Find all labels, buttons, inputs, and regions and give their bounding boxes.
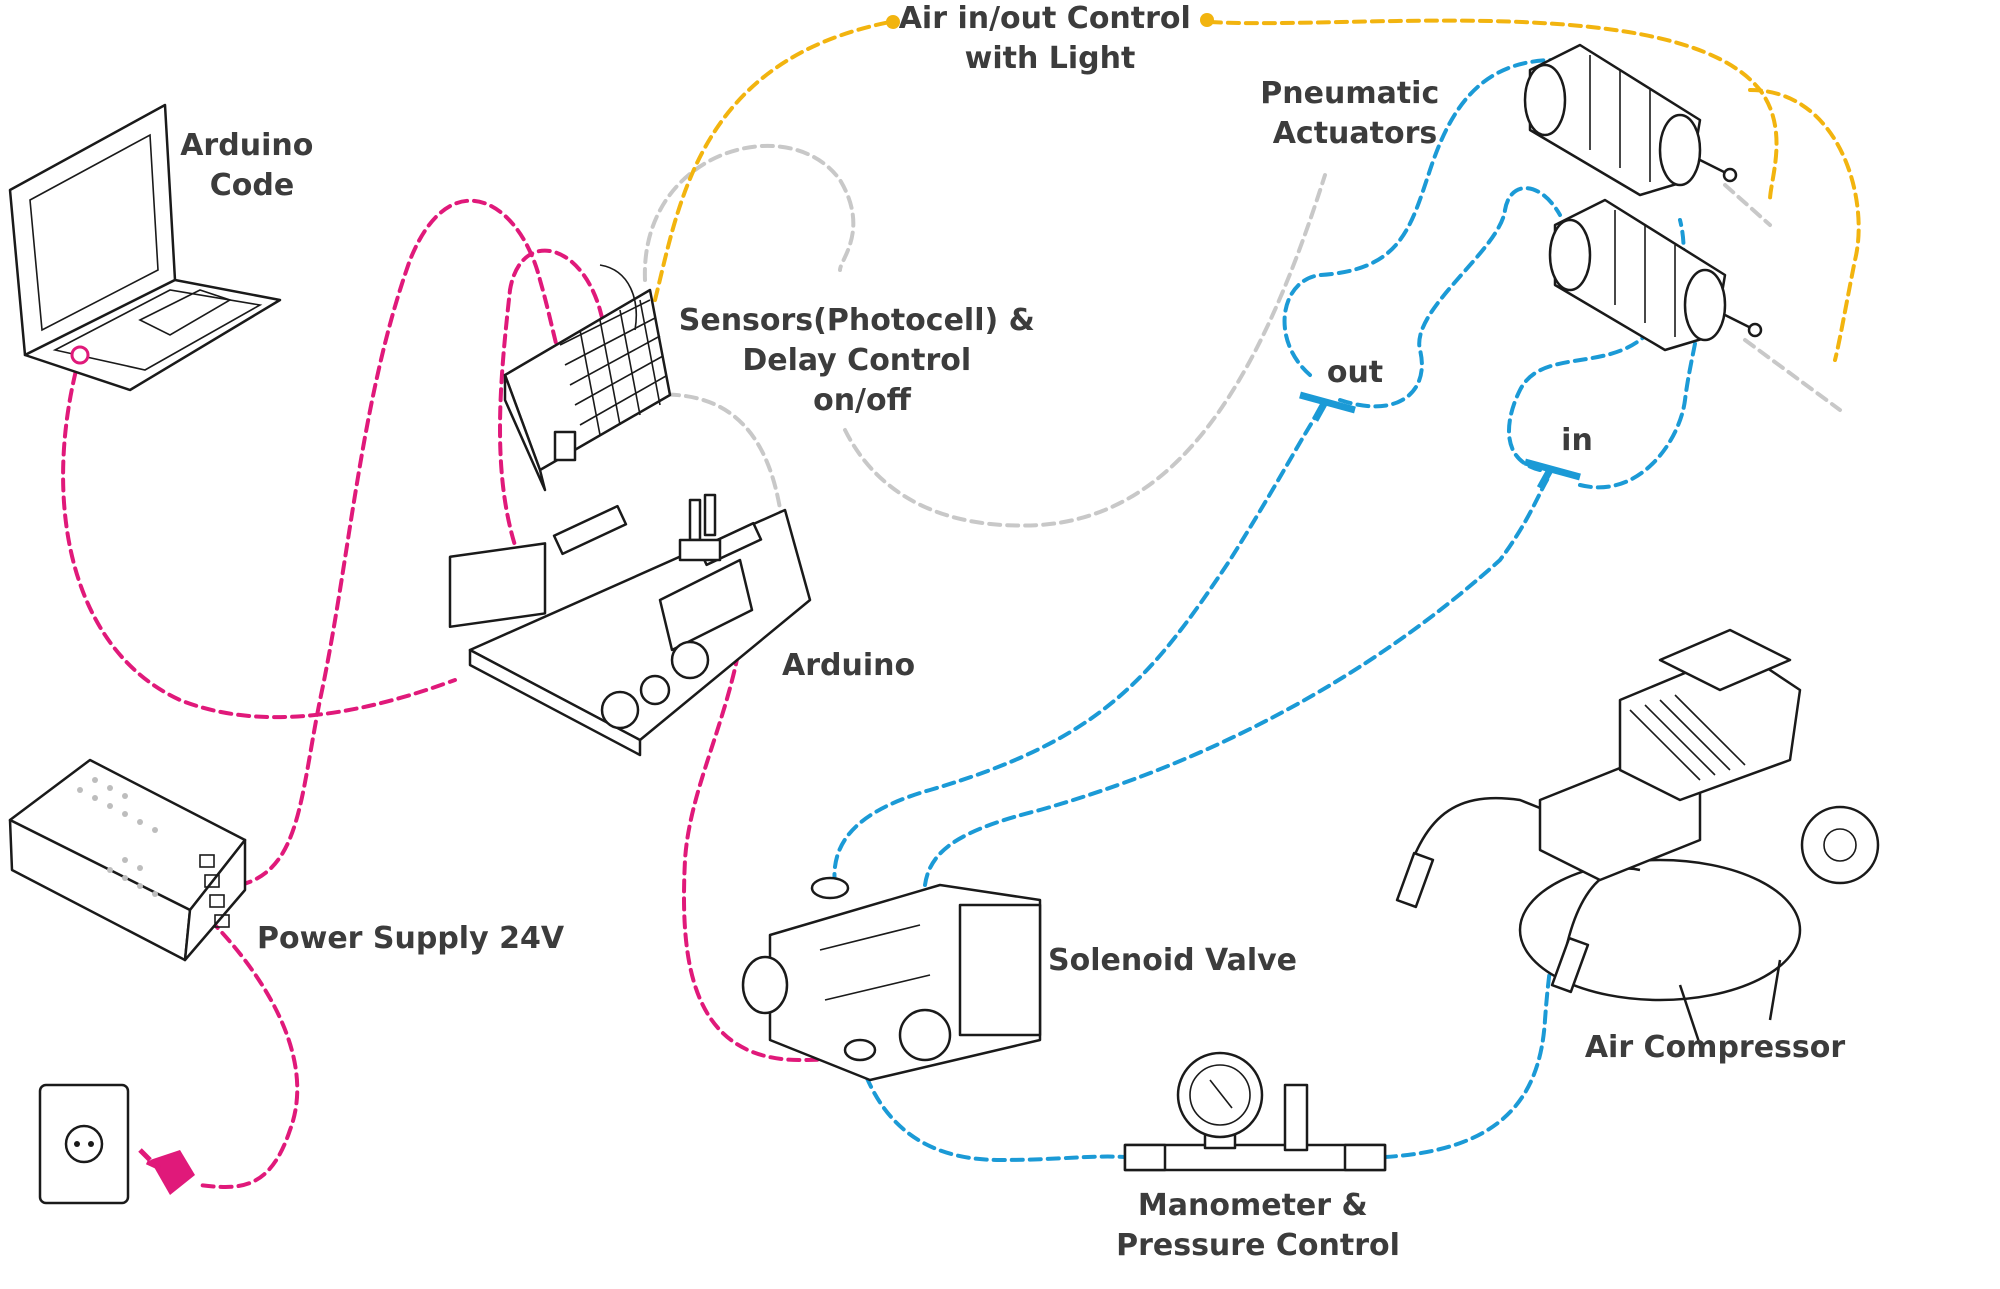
label-manometer: Manometer & Pressure Control [1116,1188,1400,1263]
control-wire-right [1208,18,1779,202]
laptop-icon [8,103,282,392]
hose-manometer-compressor [1383,893,1577,1159]
wire-psu-plug [198,918,300,1189]
wire-psu-arduino-1 [238,198,592,887]
port-in-connector [1524,458,1581,490]
sensor-wire-3 [843,173,1327,528]
port-out-connector [1299,391,1356,422]
label-power-supply: Power Supply 24V [257,921,565,956]
hose-valve-out [832,408,1322,887]
sensor-wire-1 [642,144,856,282]
label-air-compressor: Air Compressor [1585,1030,1846,1065]
label-port-in: in [1561,423,1593,458]
wire-laptop-arduino [61,353,457,720]
air-compressor-icon [1395,628,1880,1046]
hose-out-actuator [1282,58,1557,377]
arduino-board-icon [448,493,812,757]
pneumatic-actuator-top-icon [1523,43,1738,197]
power-plug-icon [138,1148,195,1195]
control-wire-right-2 [1748,88,1861,362]
manometer-icon [1123,1051,1387,1172]
label-port-out: out [1327,355,1383,390]
breadboard-icon [503,264,672,492]
label-arduino-code: Arduino Code [180,128,324,203]
wall-outlet-icon [38,1083,130,1205]
label-pneumatic-actuators: Pneumatic Actuators [1260,76,1449,151]
hose-valve-manometer [858,1058,1127,1163]
power-supply-icon [8,758,247,962]
label-sensors: Sensors(Photocell) & Delay Control on/of… [679,303,1046,418]
label-solenoid-valve: Solenoid Valve [1048,943,1297,978]
label-air-control: Air in/out Control with Light [899,1,1202,76]
solenoid-valve-icon [741,876,1042,1082]
hose-out-actuator-2 [1338,186,1562,409]
label-arduino: Arduino [782,648,915,683]
hose-valve-in [923,473,1552,887]
control-wires [653,18,1861,362]
control-wire-left [653,20,892,302]
actuator-arrow-1 [1723,183,1772,227]
actuator-arrow-2 [1743,338,1842,412]
pneumatic-actuator-bottom-icon [1548,198,1763,352]
control-wire-dot-left [886,15,900,29]
control-wire-dot-right [1200,13,1214,27]
